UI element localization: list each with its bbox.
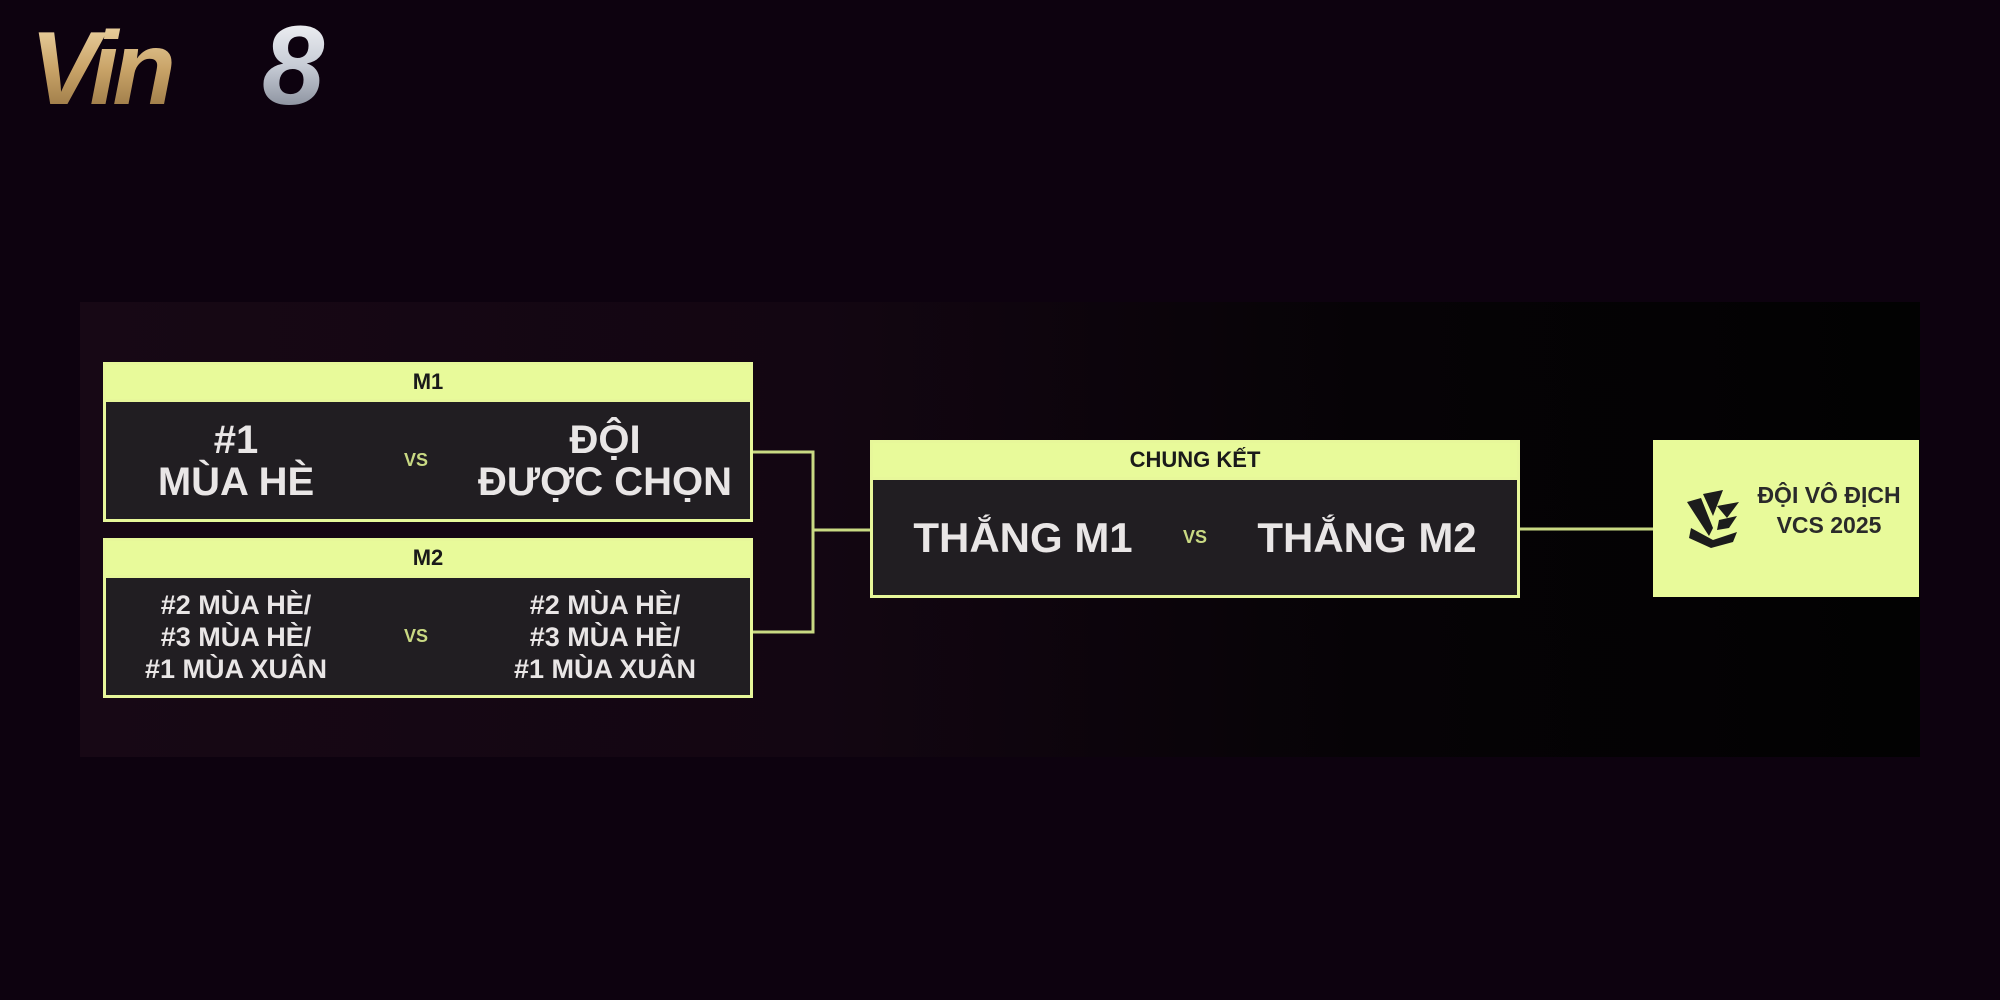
match-m1: M1 #1 MÙA HÈ VS ĐỘI ĐƯỢC CHỌN bbox=[103, 362, 753, 522]
svg-text:Vin: Vin bbox=[30, 18, 172, 118]
final-team-right: THẮNG M2 bbox=[1257, 513, 1477, 561]
match-m2-label: M2 bbox=[106, 541, 750, 575]
final-team-left: THẮNG M1 bbox=[913, 513, 1133, 561]
match-m1-body: #1 MÙA HÈ VS ĐỘI ĐƯỢC CHỌN bbox=[106, 399, 750, 519]
match-final-body: THẮNG M1 VS THẮNG M2 bbox=[873, 477, 1517, 595]
svg-text:8: 8 bbox=[262, 18, 325, 118]
champion-label: ĐỘI VÔ ĐỊCH VCS 2025 bbox=[1757, 482, 1901, 538]
match-m2: M2 #2 MÙA HÈ/ #3 MÙA HÈ/ #1 MÙA XUÂN VS … bbox=[103, 538, 753, 698]
m2-team-right: #2 MÙA HÈ/ #3 MÙA HÈ/ #1 MÙA XUÂN bbox=[513, 589, 697, 684]
m1-team-left: #1 MÙA HÈ bbox=[157, 417, 315, 504]
match-final: CHUNG KẾT THẮNG M1 VS THẮNG M2 bbox=[870, 440, 1520, 598]
vcs-logo-icon bbox=[1687, 490, 1739, 548]
m2-team-left: #2 MÙA HÈ/ #3 MÙA HÈ/ #1 MÙA XUÂN bbox=[144, 589, 328, 684]
vin8-logo: Vin 8 bbox=[30, 18, 325, 118]
match-final-label: CHUNG KẾT bbox=[873, 443, 1517, 477]
m2-vs: VS bbox=[403, 626, 428, 646]
match-m1-label: M1 bbox=[106, 365, 750, 399]
match-m2-body: #2 MÙA HÈ/ #3 MÙA HÈ/ #1 MÙA XUÂN VS #2 … bbox=[106, 575, 750, 695]
final-vs: VS bbox=[1182, 527, 1207, 547]
m1-team-right: ĐỘI ĐƯỢC CHỌN bbox=[478, 417, 732, 504]
m1-vs: VS bbox=[403, 450, 428, 470]
champion-box: ĐỘI VÔ ĐỊCH VCS 2025 bbox=[1653, 440, 1919, 597]
